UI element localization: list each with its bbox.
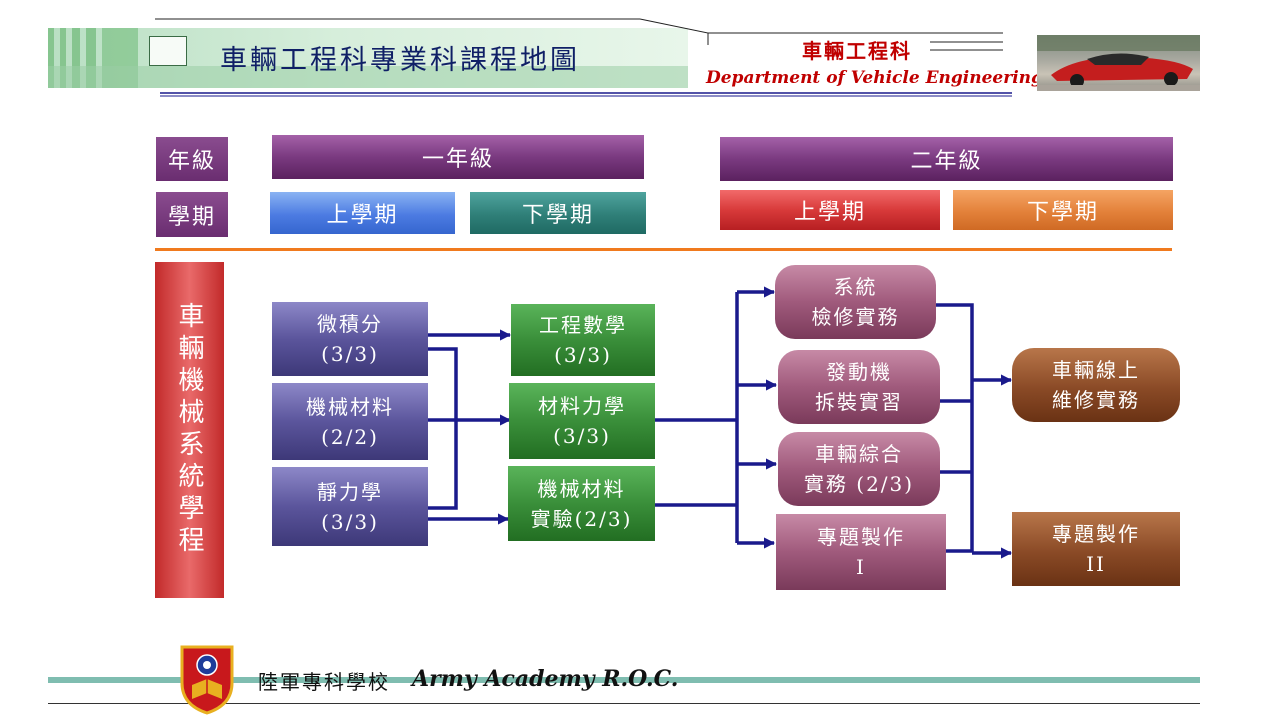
header-stripe <box>72 28 80 88</box>
semester-2-2: 下學期 <box>953 190 1173 230</box>
header-stripe <box>48 28 54 88</box>
footer-rule <box>48 703 1200 704</box>
course-mechanical-materials-lab: 機械材料 實驗(2/3) <box>508 466 655 541</box>
grade-1: 一年級 <box>272 135 644 179</box>
course-statics: 靜力學 (3/3) <box>272 467 428 546</box>
header-stripe <box>60 28 66 88</box>
department-name-zh: 車輛工程科 <box>802 39 912 63</box>
department-name-en: Department of Vehicle Engineering <box>706 68 1043 88</box>
course-system-repair-practice: 系統 檢修實務 <box>775 265 936 339</box>
course-mechanical-materials: 機械材料 (2/2) <box>272 383 428 460</box>
header-square-icon <box>149 36 187 66</box>
course-engine-assembly-practice: 發動機 拆裝實習 <box>778 350 940 424</box>
school-name-en: Army Academy R.O.C. <box>412 666 679 692</box>
course-project-2: 專題製作 II <box>1012 512 1180 586</box>
course-calculus: 微積分 (3/3) <box>272 302 428 376</box>
course-engineering-math: 工程數學 (3/3) <box>511 304 655 376</box>
footer-line <box>48 677 1200 683</box>
semester-2-1: 上學期 <box>720 190 940 230</box>
race-car-icon <box>1037 35 1200 91</box>
section-divider <box>155 248 1172 251</box>
course-project-1: 專題製作 I <box>776 514 946 590</box>
header-band-bottom <box>48 66 688 88</box>
semester-1-2: 下學期 <box>470 192 646 234</box>
header-stripe <box>86 28 96 88</box>
program-label: 車輛機械系統學程 <box>174 302 204 558</box>
header-lines <box>155 18 1012 97</box>
school-name-zh: 陸軍專科學校 <box>258 670 390 694</box>
grade-row-label: 年級 <box>156 137 228 181</box>
course-online-repair-practice: 車輛線上 維修實務 <box>1012 348 1180 422</box>
army-academy-emblem-icon <box>180 645 234 715</box>
course-strength-of-materials: 材料力學 (3/3) <box>509 383 655 459</box>
course-vehicle-integrated-practice: 車輛綜合 實務 (2/3) <box>778 432 940 506</box>
semester-row-label: 學期 <box>156 192 228 237</box>
semester-1-1: 上學期 <box>270 192 455 234</box>
program-label-box: 車輛機械系統學程 <box>155 262 224 598</box>
vehicle-photo <box>1037 35 1200 91</box>
page-title: 車輛工程科專業科課程地圖 <box>220 45 580 76</box>
grade-2: 二年級 <box>720 137 1173 181</box>
